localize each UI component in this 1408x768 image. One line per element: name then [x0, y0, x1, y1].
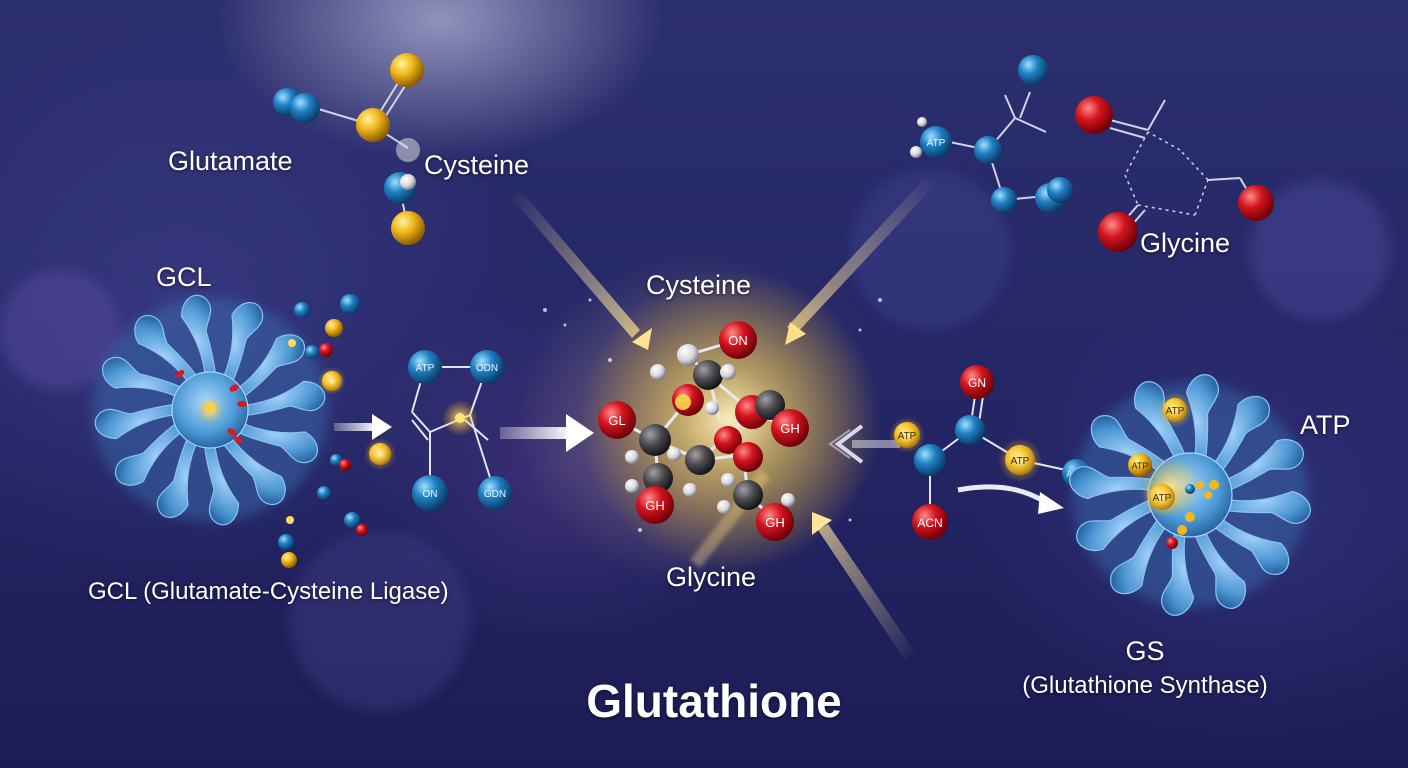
label-atp-right: ATP: [1300, 410, 1351, 440]
sulfur-atom: [356, 108, 390, 142]
hydrogen-atom: [705, 401, 719, 415]
gcl-particles: [278, 294, 396, 568]
arrow-gs-to-glutathione: [828, 424, 900, 464]
page-title: Glutathione: [586, 675, 842, 727]
nitrogen-atom: [974, 136, 1002, 164]
atom-label: GH: [780, 421, 800, 436]
hydrogen-atom: [625, 450, 639, 464]
oxygen-atom: [714, 426, 742, 454]
hydrogen-atom: [677, 344, 699, 366]
carbon-atom: [755, 390, 785, 420]
atom-label: GDN: [484, 489, 506, 500]
label-glycine-center: Glycine: [666, 562, 757, 592]
oxygen-atom: [1098, 212, 1138, 252]
atom-label: ATP: [1132, 461, 1149, 471]
atom-label: ON: [728, 333, 748, 348]
hydrogen-atom: [721, 473, 735, 487]
arrow-intermediate-to-glutathione: [500, 414, 594, 452]
sulfur-atom: [390, 53, 424, 87]
carbon-atom: [693, 360, 723, 390]
oxygen-atom: [598, 401, 636, 439]
nitrogen-atom: [1047, 177, 1073, 203]
nitrogen-atom: [290, 93, 320, 123]
oxygen-atom: [960, 365, 994, 399]
oxygen-atom: [733, 442, 763, 472]
oxygen-atom: [771, 409, 809, 447]
carbon-atom: [685, 445, 715, 475]
nitrogen-atom: [920, 126, 952, 158]
oxygen-atom: [912, 504, 948, 540]
atom-label: ODN: [476, 363, 498, 374]
active-site-mark: [233, 436, 243, 444]
hydrogen-atom: [667, 447, 681, 461]
carbon-atom: [639, 424, 671, 456]
hydrogen-atom: [625, 479, 639, 493]
nitrogen-atom: [470, 350, 504, 384]
glutathione-molecule: ON GL GH GH GH: [598, 321, 809, 541]
hydrogen-atom: [683, 483, 697, 497]
hydrogen-atom: [396, 138, 420, 162]
atom-label: GH: [645, 498, 665, 513]
right-intermediate-molecule: ATP GN ACN ATP ADN: [889, 365, 1090, 540]
oxygen-atom: [719, 321, 757, 359]
intermediate-molecule: ATP ODN ON GDN: [408, 350, 512, 511]
nitrogen-atom: [1018, 55, 1048, 85]
oxygen-atom: [1075, 96, 1113, 134]
hydrogen-atom: [910, 146, 922, 158]
atom-label: ACN: [917, 516, 942, 530]
active-site-mark: [229, 384, 239, 392]
label-gcl: GCL: [156, 262, 212, 292]
hydrogen-atom: [720, 364, 736, 380]
atom-label: GL: [608, 413, 625, 428]
nitrogen-atom: [914, 444, 946, 476]
label-gcl-full: GCL (Glutamate-Cysteine Ligase): [88, 578, 449, 605]
label-glutamate-top: Glutamate: [168, 146, 293, 176]
nitrogen-atom: [412, 475, 448, 511]
gs-enzyme: ATP ATP ATP: [1066, 371, 1314, 619]
arrow-to-gs-enzyme: [957, 484, 1064, 514]
oxygen-atom: [636, 486, 674, 524]
atom-label: ATP: [927, 138, 946, 149]
glycine-molecule: [1075, 96, 1274, 252]
label-cysteine-top: Cysteine: [424, 150, 530, 180]
atom-label: ATP: [1166, 406, 1185, 417]
atom-label: ATP: [416, 363, 435, 374]
label-gs: GS: [1125, 636, 1165, 666]
sulfur-atom: [391, 211, 425, 245]
atom-label: ATP: [1153, 493, 1172, 504]
atom-label: ATP: [1011, 456, 1030, 467]
atom-label: ATP: [898, 431, 917, 442]
carbon-atom: [733, 480, 763, 510]
active-site-mark: [227, 428, 237, 436]
nitrogen-atom: [408, 350, 442, 384]
active-site-mark: [175, 370, 185, 378]
nitrogen-atom: [955, 415, 985, 445]
hydrogen-atom: [781, 493, 795, 507]
hydrogen-atom: [917, 117, 927, 127]
gcl-enzyme: [90, 290, 330, 530]
arrow-gcl-to-intermediate: [334, 414, 392, 440]
carbon-atom: [643, 463, 673, 493]
glutamate-cysteine-molecule: [273, 53, 425, 245]
atp-skeleton-molecule: ATP: [910, 55, 1073, 213]
background-haze: [0, 170, 1390, 710]
atom-label: ON: [423, 489, 438, 500]
oxygen-atom: [1238, 185, 1274, 221]
active-site-mark: [237, 401, 247, 407]
nitrogen-atom: [991, 187, 1017, 213]
label-gs-full: (Glutathione Synthase): [1022, 672, 1268, 699]
hydrogen-atom: [650, 364, 666, 380]
nitrogen-atom: [478, 476, 512, 510]
hydrogen-atom: [400, 174, 416, 190]
oxygen-atom: [756, 503, 794, 541]
label-glycine-top: Glycine: [1140, 228, 1231, 258]
atom-label: GN: [968, 376, 986, 390]
label-cysteine-center: Cysteine: [646, 270, 752, 300]
hydrogen-atom: [717, 500, 731, 514]
atom-label: GH: [765, 515, 785, 530]
